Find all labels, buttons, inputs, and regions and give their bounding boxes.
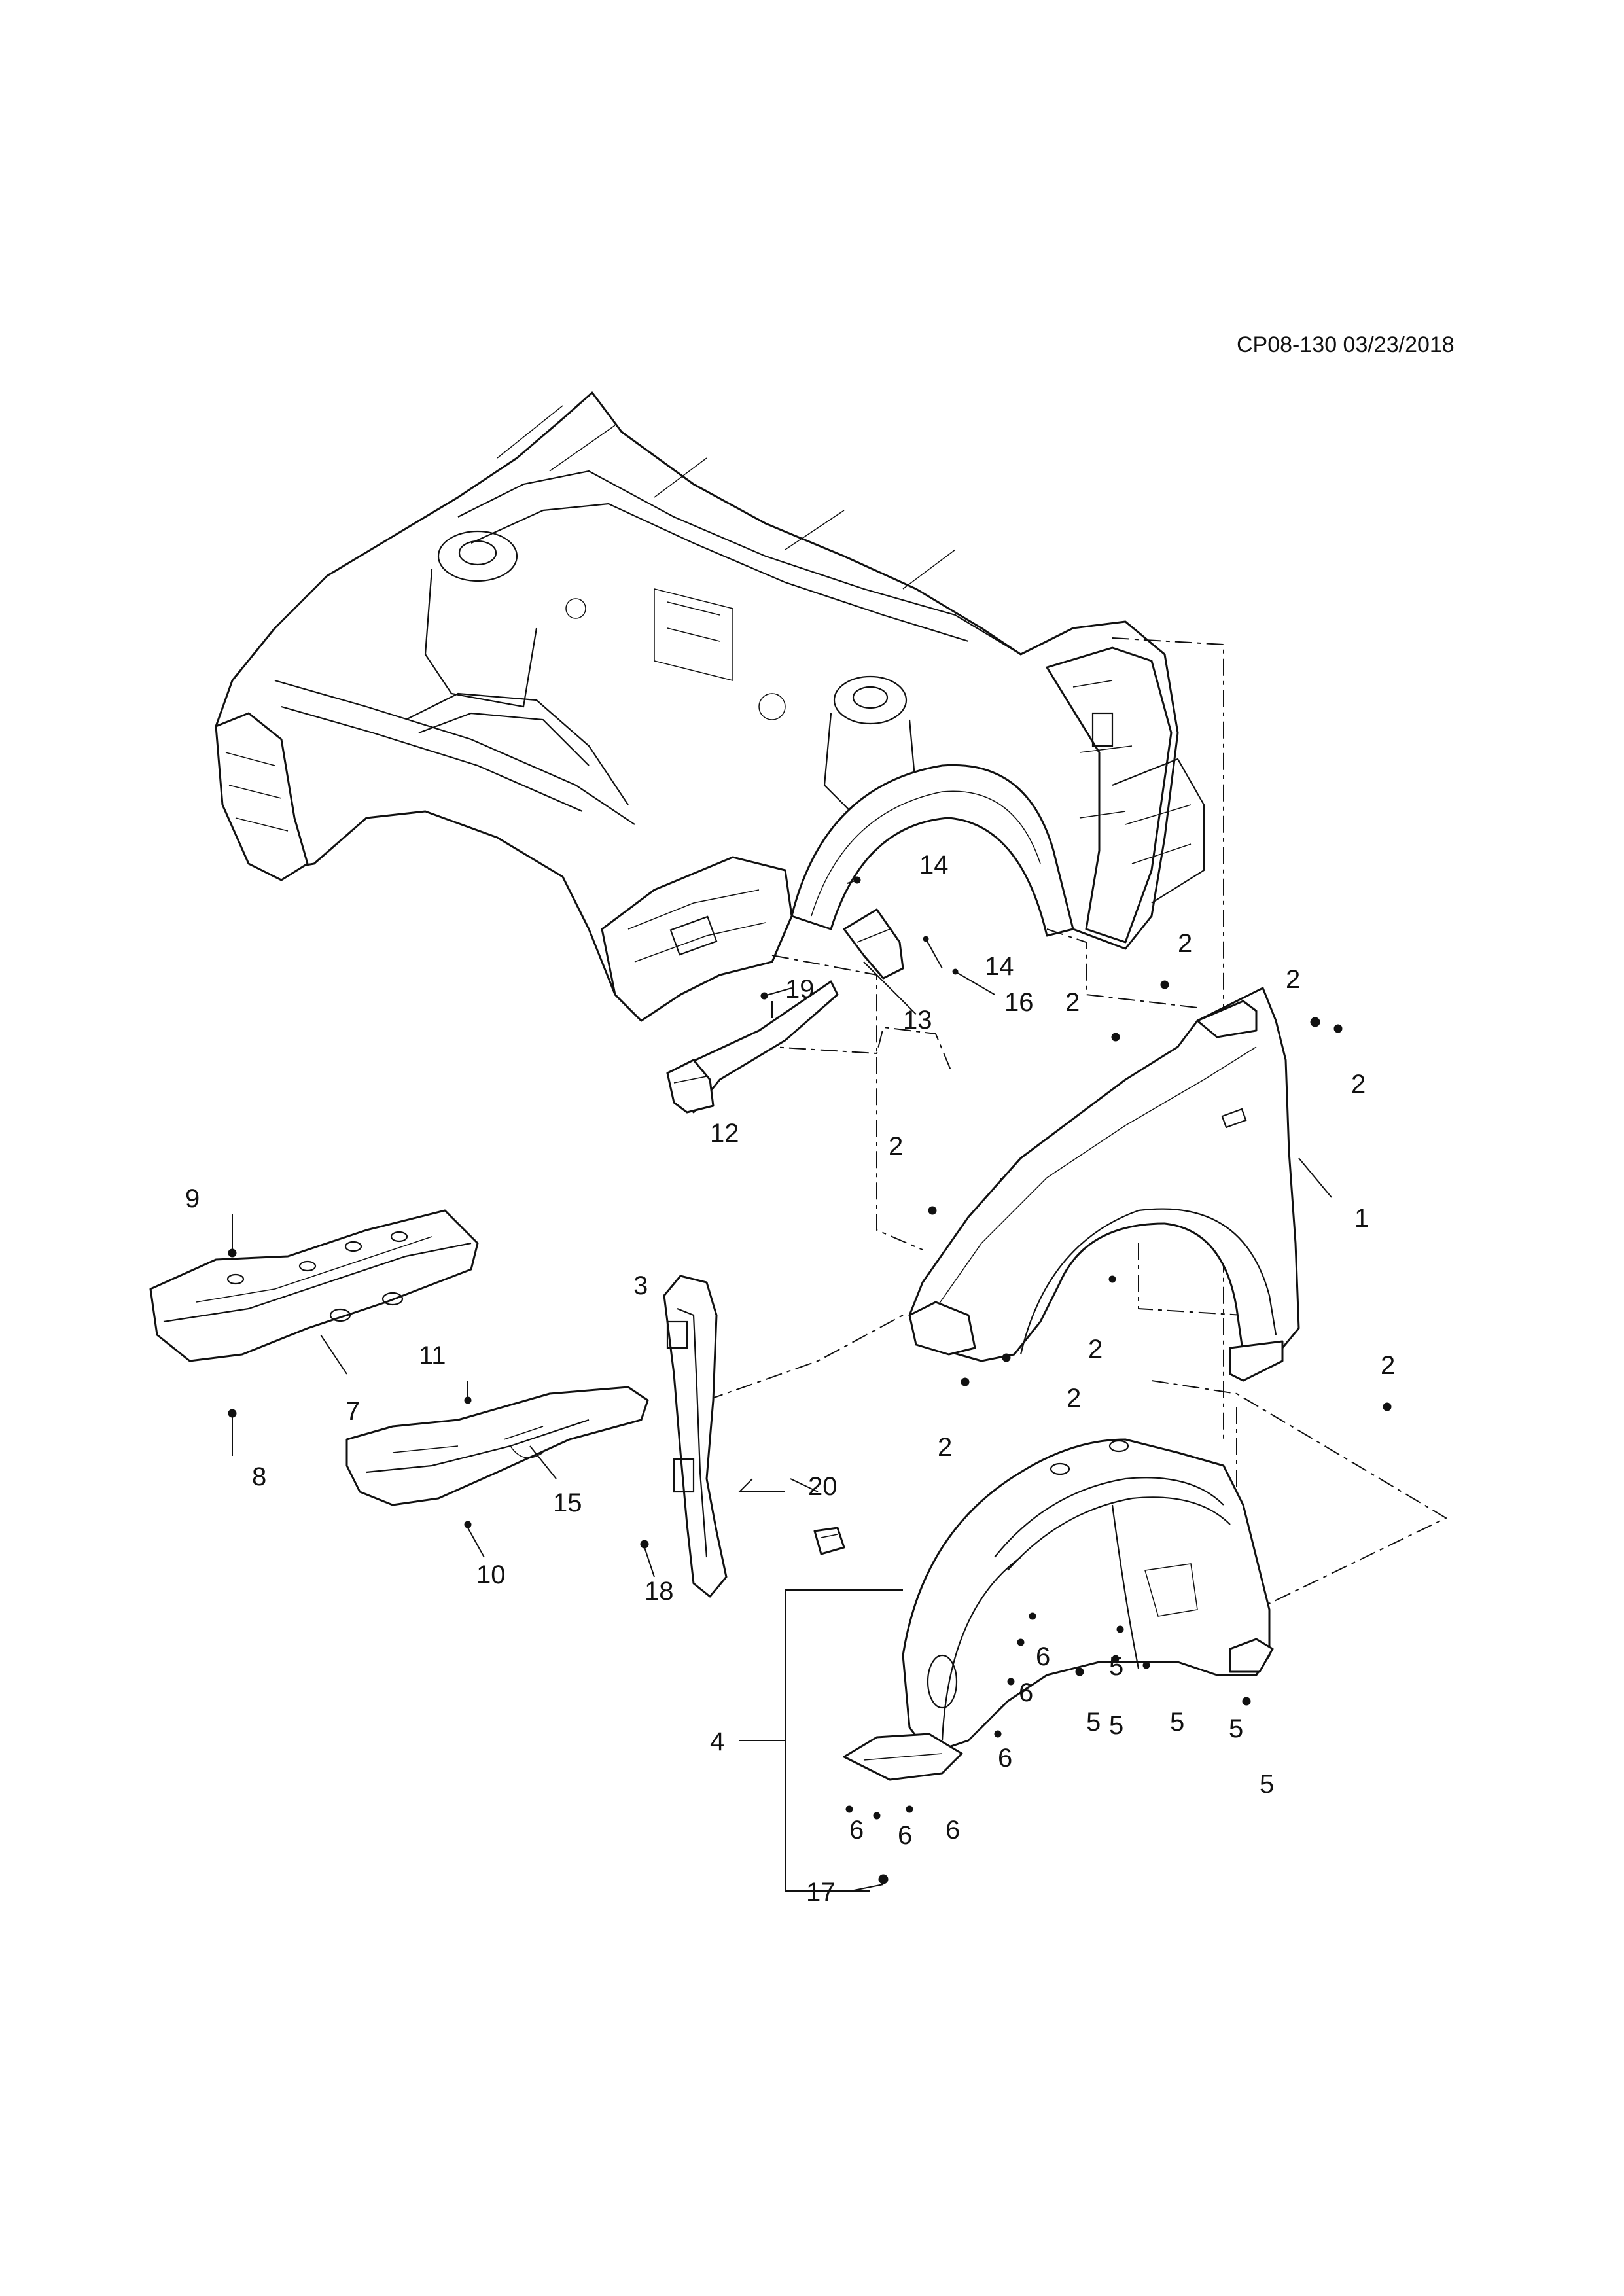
callout-3: 3 xyxy=(633,1271,648,1300)
callout-6: 6 xyxy=(898,1821,912,1850)
bumper-side-bracket[interactable] xyxy=(663,1275,728,1598)
callout-2: 2 xyxy=(1088,1335,1103,1364)
callout-2: 2 xyxy=(1381,1351,1395,1380)
callout-13: 13 xyxy=(903,1006,932,1034)
leader-lines xyxy=(232,879,1332,1892)
callout-6: 6 xyxy=(945,1816,960,1845)
retainer-clip[interactable] xyxy=(813,1527,845,1555)
callout-18: 18 xyxy=(644,1577,674,1606)
wheelhouse-liner[interactable] xyxy=(843,1438,1274,1781)
callout-6: 6 xyxy=(998,1744,1012,1773)
callout-12: 12 xyxy=(710,1119,739,1148)
front-body-structure xyxy=(215,391,1205,1022)
callout-5: 5 xyxy=(1229,1714,1243,1743)
callout-2: 2 xyxy=(1351,1070,1366,1099)
callout-5: 5 xyxy=(1170,1708,1184,1737)
callout-6: 6 xyxy=(1019,1678,1033,1707)
callout-7: 7 xyxy=(345,1397,360,1426)
callout-2: 2 xyxy=(889,1132,903,1161)
callout-6: 6 xyxy=(849,1816,864,1845)
callout-5: 5 xyxy=(1260,1770,1274,1799)
callout-1: 1 xyxy=(1354,1204,1369,1233)
callout-labels: 1 2 2 2 2 2 2 2 2 2 3 4 5 5 5 5 5 5 6 6 … xyxy=(185,851,1395,1907)
callout-5: 5 xyxy=(1086,1708,1101,1737)
callout-2: 2 xyxy=(1178,929,1192,958)
callout-16: 16 xyxy=(1004,988,1034,1017)
callout-9: 9 xyxy=(185,1184,200,1213)
front-fender[interactable] xyxy=(908,987,1300,1382)
document-reference: CP08-130 03/23/2018 xyxy=(1237,332,1455,357)
callout-19: 19 xyxy=(785,975,815,1004)
callout-6: 6 xyxy=(1036,1642,1050,1671)
callout-14: 14 xyxy=(985,952,1014,981)
callout-17: 17 xyxy=(806,1878,836,1907)
callout-2: 2 xyxy=(1065,988,1080,1017)
callout-2: 2 xyxy=(938,1433,952,1462)
fender-support-brackets[interactable] xyxy=(666,908,904,1114)
callout-4: 4 xyxy=(710,1727,724,1756)
callout-11: 11 xyxy=(419,1341,446,1370)
engine-shield-extension[interactable] xyxy=(345,1386,649,1506)
lower-splash-shield[interactable] xyxy=(149,1209,479,1362)
callout-2: 2 xyxy=(1067,1384,1081,1413)
callout-14: 14 xyxy=(919,851,949,879)
callout-2: 2 xyxy=(1286,965,1300,994)
callout-15: 15 xyxy=(553,1489,582,1517)
fasteners xyxy=(228,876,1392,1884)
callout-20: 20 xyxy=(808,1472,838,1501)
callout-5: 5 xyxy=(1109,1711,1123,1740)
callout-8: 8 xyxy=(252,1462,266,1491)
callout-10: 10 xyxy=(476,1561,506,1589)
callout-5: 5 xyxy=(1109,1652,1123,1681)
